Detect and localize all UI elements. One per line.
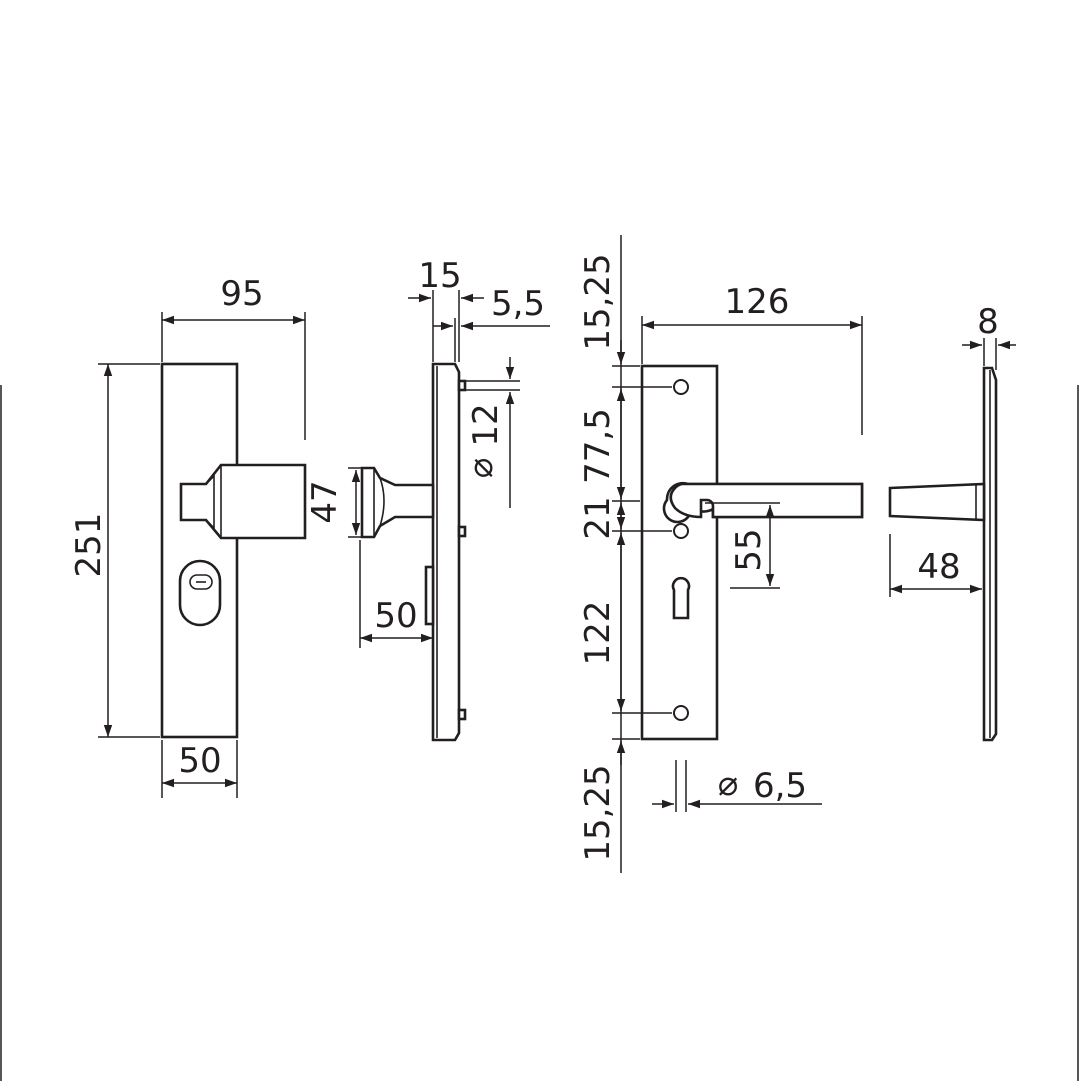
dim-label-15-25-top: 15,25 [578, 253, 618, 350]
lever-plate-front-view: 15,25 77,5 21 122 15,25 126 55 ⌀ 6,5 [578, 235, 864, 873]
pin-top [457, 379, 467, 392]
cylinder-step [424, 565, 435, 626]
dim-label-21: 21 [578, 496, 618, 539]
knob-neck-line [379, 477, 385, 527]
dim-label-47: 47 [305, 480, 345, 523]
knob-side-view: 47 50 15 5,5 ⌀ 12 [305, 256, 550, 742]
dim-label-48: 48 [917, 547, 960, 587]
knob-bevel-line [205, 474, 215, 530]
dim-label-15: 15 [418, 256, 461, 296]
dim-label-5-5: 5,5 [491, 284, 545, 324]
screw-hole-bottom [673, 705, 689, 721]
screw-hole-top [673, 379, 689, 395]
knob-plate-front-view: 95 251 50 [69, 274, 307, 798]
spindle-hole [673, 523, 689, 539]
dim-label-122: 122 [578, 601, 618, 666]
lever-handle-outline [669, 482, 864, 519]
dim-label-95: 95 [220, 274, 263, 314]
dim-label-55: 55 [729, 528, 769, 571]
lever-side-view: 48 8 [888, 302, 1016, 742]
cylinder-escutcheon [178, 559, 222, 627]
knob-backplate [160, 362, 239, 739]
dim-label-77-5: 77,5 [578, 408, 618, 484]
plate-side-profile [431, 362, 461, 742]
dim-label-50-neck: 50 [374, 596, 417, 636]
cylinder-keyhole [671, 576, 691, 620]
dim-label-126: 126 [725, 282, 790, 322]
pin-mid [457, 525, 467, 538]
dim-label-251: 251 [69, 513, 109, 578]
dim-label-15-25-bottom: 15,25 [578, 764, 618, 861]
dim-label-8: 8 [977, 302, 999, 342]
cylinder-cover [189, 574, 213, 590]
lever-backplate [640, 364, 719, 741]
dim-label-12: 12 [466, 403, 506, 446]
dim-label-50-bottom: 50 [178, 741, 221, 781]
knob-side-profile [360, 466, 435, 539]
lever-side-profile [888, 482, 986, 522]
knob-body [179, 463, 307, 540]
dim-label-6-5: 6,5 [753, 766, 807, 806]
pin-bottom [457, 708, 467, 721]
diameter-symbol: ⌀ [718, 764, 738, 804]
diameter-symbol: ⌀ [461, 458, 501, 478]
